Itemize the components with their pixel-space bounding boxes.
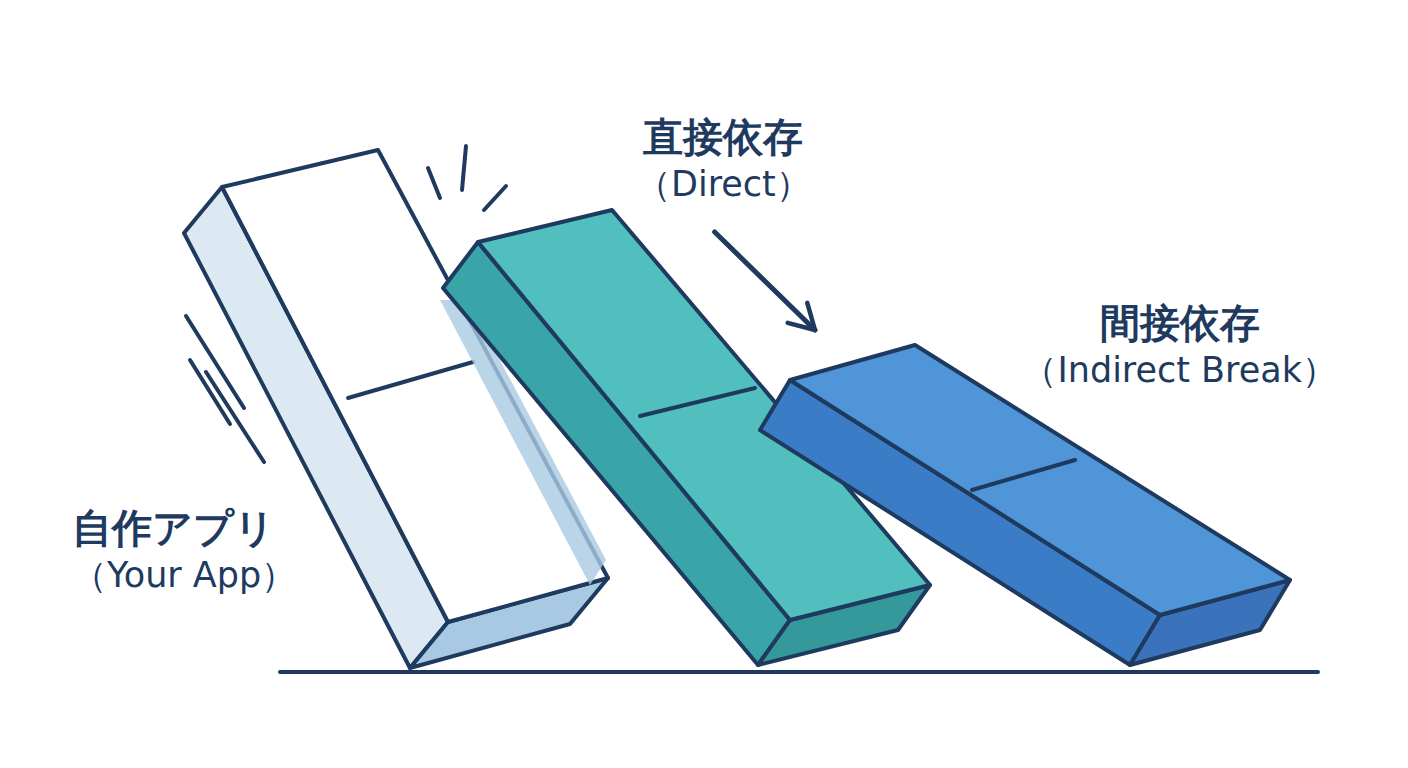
domino-label: 自作アプリ（Your App）	[72, 503, 296, 597]
indirect-domino	[760, 345, 1290, 665]
impact-lines	[428, 146, 506, 210]
ground-line	[280, 670, 1318, 674]
label-english: （Your App）	[72, 553, 296, 597]
domino-label: 間接依存（Indirect Break）	[815, 298, 1337, 392]
label-japanese: 直接依存	[636, 112, 811, 162]
label-english: （Direct）	[636, 162, 811, 206]
label-japanese: 自作アプリ	[72, 503, 296, 553]
cascade-arrow	[715, 232, 815, 330]
domino-label: 直接依存（Direct）	[636, 112, 811, 232]
label-japanese: 間接依存	[1022, 298, 1337, 348]
label-english: （Indirect Break）	[1022, 348, 1337, 392]
